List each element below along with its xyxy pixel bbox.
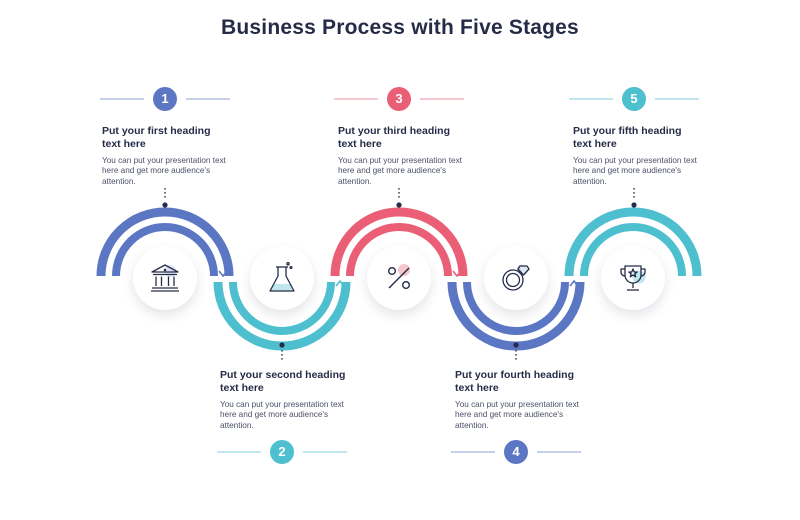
stage-1-badge: 1 [153, 87, 177, 111]
stage-1-heading: Put your first heading text here [102, 125, 211, 150]
stage-4-badge: 4 [504, 440, 528, 464]
stage-2-icon-circle [250, 246, 314, 310]
stage-3-heading: Put your third heading text here [338, 125, 450, 150]
divider [451, 451, 495, 453]
diamond-ring-icon [502, 264, 530, 291]
divider [537, 451, 581, 453]
stage-2-number-row: 2 [217, 440, 347, 464]
stage-4-heading: Put your fourth heading text here [455, 369, 574, 394]
divider [569, 98, 613, 100]
connector-5 [631, 188, 637, 208]
stage-5-description: You can put your presentation text here … [573, 156, 697, 186]
divider [217, 451, 261, 453]
stage-4-number-row: 4 [451, 440, 581, 464]
connector-2 [279, 342, 285, 362]
flow-arrows [218, 270, 579, 287]
stage-2-heading: Put your second heading text here [220, 369, 346, 394]
stage-4-text: Put your fourth heading text here You ca… [455, 369, 591, 431]
stage-1-text: Put your first heading text here You can… [102, 125, 232, 187]
stage-5-number-row: 5 [569, 87, 699, 111]
divider [303, 451, 347, 453]
trophy-icon [620, 265, 646, 291]
divider [420, 98, 464, 100]
stage-3-number-row: 3 [334, 87, 464, 111]
stage-4-description: You can put your presentation text here … [455, 400, 579, 430]
connector-4 [513, 342, 519, 362]
connector-1 [162, 188, 168, 208]
stage-3-text: Put your third heading text here You can… [338, 125, 468, 187]
percent-icon [387, 264, 411, 290]
stage-5-text: Put your fifth heading text here You can… [573, 125, 703, 187]
stage-1-arc [96, 207, 234, 277]
stage-5-arc [564, 207, 702, 277]
divider [100, 98, 144, 100]
stage-1-icon-circle [133, 246, 197, 310]
bank-icon [151, 264, 179, 292]
stage-2-description: You can put your presentation text here … [220, 400, 344, 430]
stage-1-description: You can put your presentation text here … [102, 156, 226, 186]
connector-3 [396, 188, 402, 208]
stage-2-text: Put your second heading text here You ca… [220, 369, 356, 431]
divider [655, 98, 699, 100]
flask-icon [269, 262, 295, 292]
stage-3-badge: 3 [387, 87, 411, 111]
stage-4-icon-circle [484, 246, 548, 310]
divider [334, 98, 378, 100]
stage-3-description: You can put your presentation text here … [338, 156, 462, 186]
stage-2-badge: 2 [270, 440, 294, 464]
stage-1-number-row: 1 [100, 87, 230, 111]
stage-5-badge: 5 [622, 87, 646, 111]
stage-3-arc [330, 207, 468, 277]
divider [186, 98, 230, 100]
stage-5-icon-circle [601, 246, 665, 310]
stage-5-heading: Put your fifth heading text here [573, 125, 682, 150]
page-title: Business Process with Five Stages [221, 16, 579, 39]
stage-3-icon-circle [367, 246, 431, 310]
